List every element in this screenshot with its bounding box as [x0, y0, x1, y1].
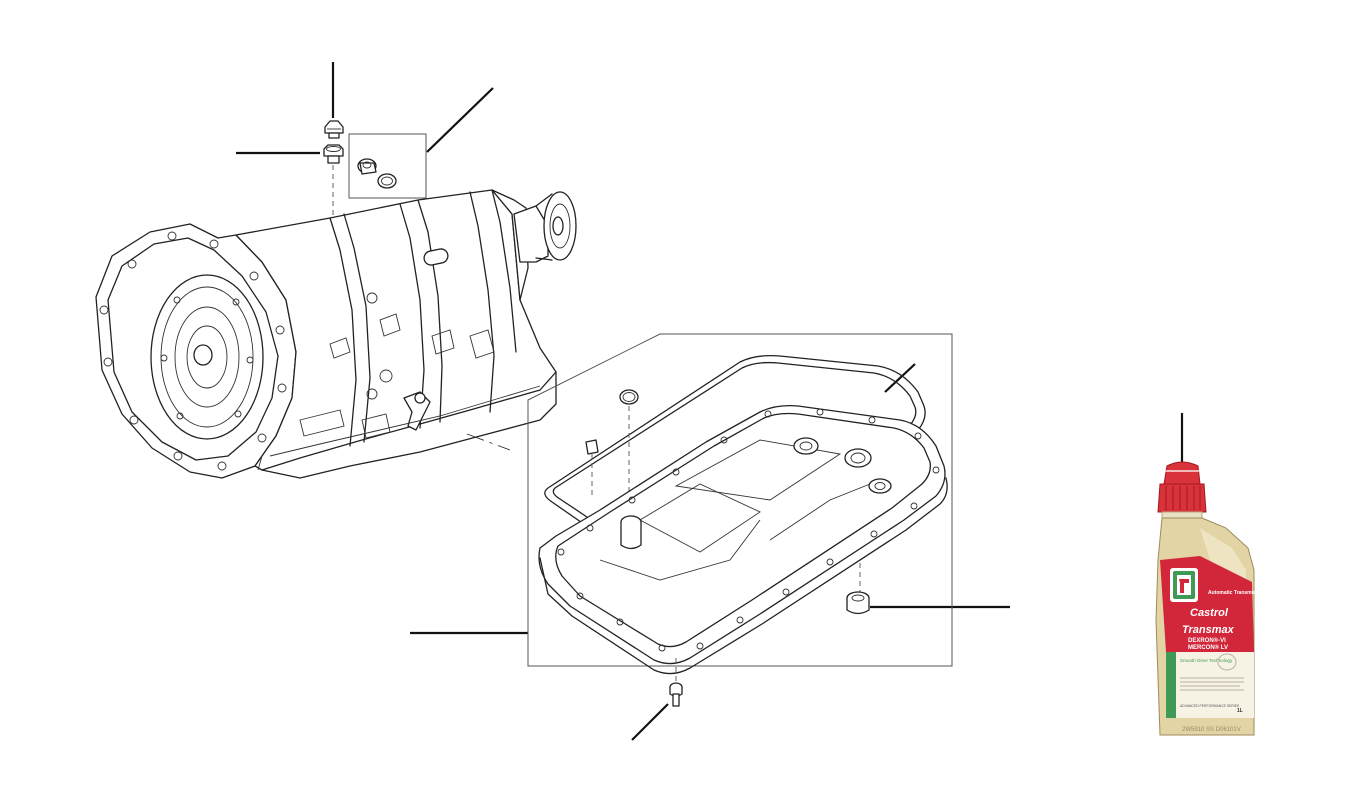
- oil-pan-kit-callout: [527, 333, 953, 675]
- assembly-axis-pan: [466, 433, 511, 451]
- bottle-product: Transmax: [1182, 624, 1235, 636]
- pan-bolt-icon: [669, 682, 683, 707]
- bottle-code: 2W5910 SS D06101V: [1182, 727, 1241, 733]
- leader-line-gasket: [884, 363, 916, 393]
- bottle-spec-2: MERCON® LV: [1188, 644, 1228, 651]
- automatic-transmission-illustration: [95, 189, 577, 479]
- leader-lines: [236, 62, 1184, 741]
- bottle-volume: 1L: [1237, 708, 1243, 714]
- bottle-cap: [1163, 461, 1201, 485]
- bottle-brand: Castrol: [1190, 607, 1229, 619]
- castrol-logo-icon: [1170, 568, 1198, 602]
- plug-kit-callout: [348, 133, 427, 199]
- breather-cap-icon: [324, 120, 344, 139]
- plug-icon: [357, 158, 377, 175]
- o-ring-icon: [377, 173, 397, 189]
- bottle-tagline: Smooth Drive Technology: [1180, 658, 1233, 663]
- leader-line-plug-kit: [426, 87, 494, 153]
- fill-plug-icon: [323, 144, 344, 164]
- bottle-series: ADVANCED PERFORMANCE SERIES: [1180, 704, 1240, 708]
- pan-gasket-icon: [544, 354, 926, 585]
- leader-line-pan-bolt: [631, 703, 669, 741]
- oil-pan-icon: [538, 404, 948, 675]
- drain-plug-icon: [846, 591, 870, 615]
- transmission-fluid-bottle: Automatic Transmission Fluid Castrol Tra…: [1155, 461, 1279, 736]
- filter-o-ring-icon: [619, 389, 639, 405]
- bottle-spec-1: DEXRON®-VI: [1188, 637, 1226, 644]
- bottle-badge-text: Automatic Transmission Fluid: [1208, 590, 1279, 596]
- bottle-label-green: [1166, 652, 1176, 718]
